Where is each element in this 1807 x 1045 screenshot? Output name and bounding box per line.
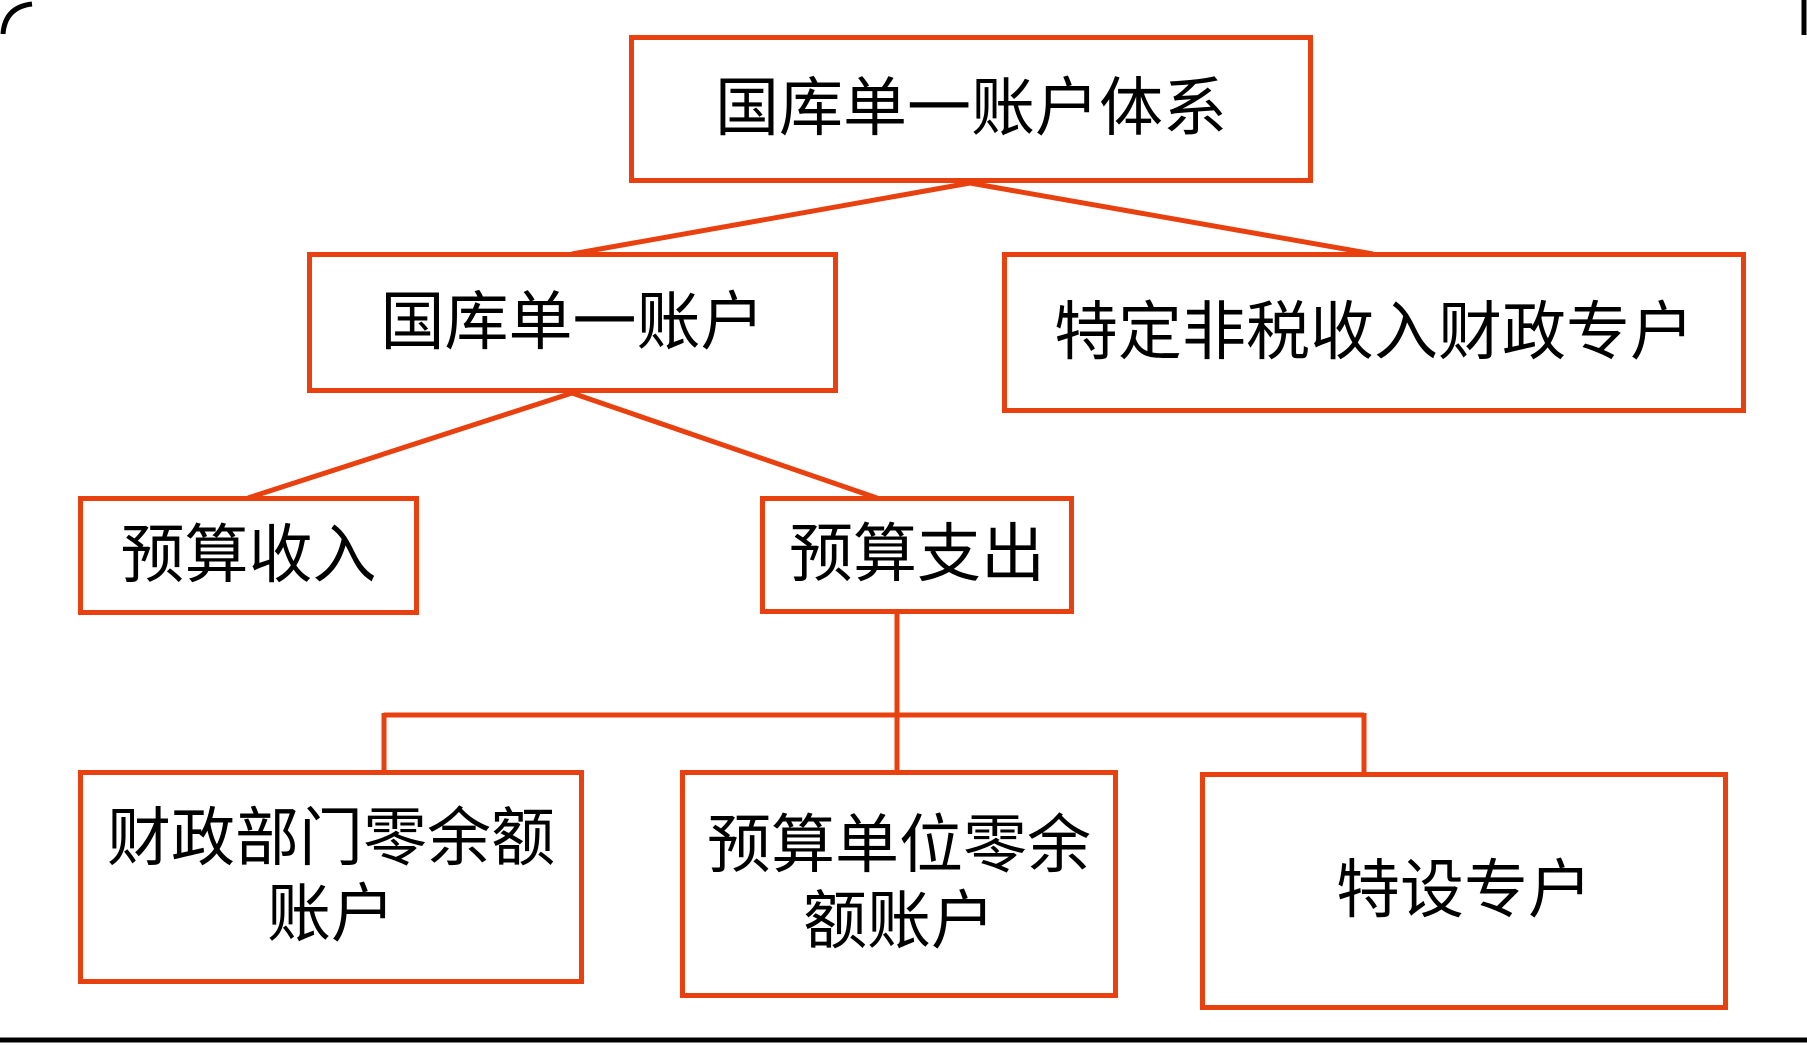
frame-topleft-corner <box>0 1 33 35</box>
node-treasury-single-account-system: 国库单一账户体系 <box>629 35 1313 183</box>
edge-root-nontax <box>969 180 1374 257</box>
edge-root-tsa <box>571 180 971 257</box>
node-special-purpose-account: 特设专户 <box>1200 772 1728 1010</box>
node-budget-unit-zero-balance-account: 预算单位零余 额账户 <box>680 770 1118 998</box>
node-budget-expenditure: 预算支出 <box>760 496 1074 614</box>
edge-tsa-expenditure <box>571 390 878 501</box>
node-treasury-single-account: 国库单一账户 <box>307 252 838 393</box>
node-specific-nontax-revenue-fiscal-account: 特定非税收入财政专户 <box>1002 252 1746 413</box>
node-budget-revenue: 预算收入 <box>78 496 419 615</box>
node-finance-department-zero-balance-account: 财政部门零余额 账户 <box>78 770 584 984</box>
edge-tsa-revenue <box>247 390 573 501</box>
